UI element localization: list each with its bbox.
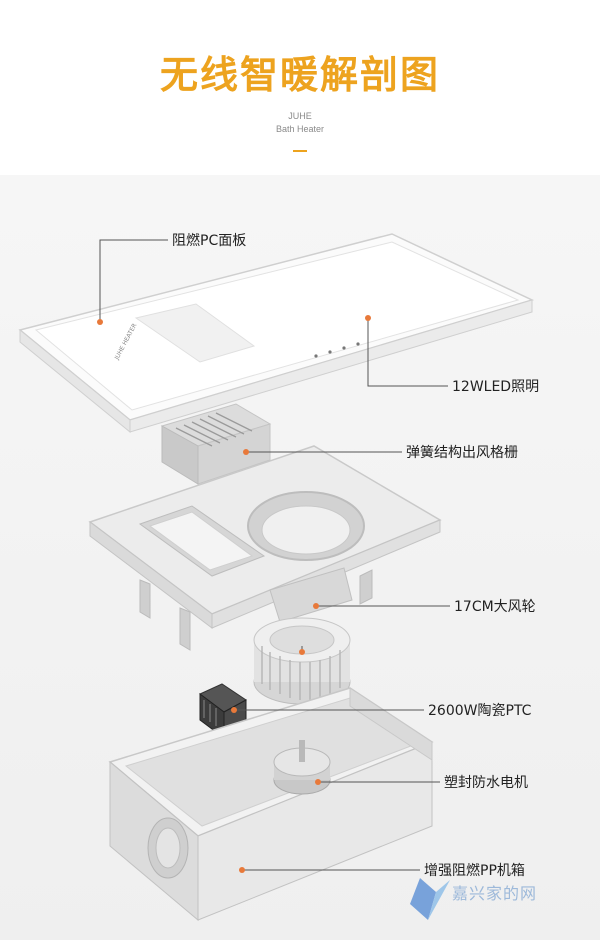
brand-label: JUHE — [288, 111, 312, 121]
label-pc-panel: 阻燃PC面板 — [172, 233, 247, 249]
callout-lines — [99, 239, 450, 871]
label-fan-wheel: 17CM大风轮 — [454, 599, 536, 615]
page-title: 无线智暖解剖图 — [159, 53, 440, 97]
label-waterproof-motor: 塑封防水电机 — [444, 775, 528, 791]
fan-wheel — [253, 617, 351, 705]
pp-box — [108, 687, 434, 922]
label-pp-box: 增强阻燃PP机箱 — [424, 863, 525, 879]
mounting-plate — [88, 445, 442, 651]
label-ptc-heater: 2600W陶瓷PTC — [428, 703, 532, 719]
watermark-text: 嘉兴家的网 — [452, 884, 538, 903]
watermark-logo — [410, 878, 450, 920]
outlet-grille — [160, 403, 272, 485]
header: 无线智暖解剖图 JUHE Bath Heater — [0, 0, 600, 175]
callout-dots — [97, 315, 371, 873]
label-outlet-grille: 弹簧结构出风格栅 — [406, 445, 518, 461]
product-label: Bath Heater — [275, 124, 325, 134]
label-led-lighting: 12WLED照明 — [452, 379, 540, 395]
pc-panel: JUHE HEATER — [18, 233, 535, 434]
accent-divider — [293, 150, 307, 152]
